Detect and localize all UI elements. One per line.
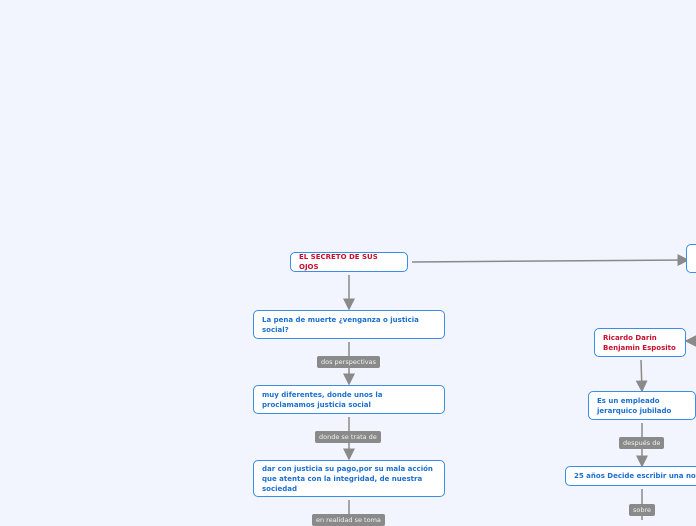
- node-text: 25 años Decide escribir una novela: [574, 472, 696, 480]
- node-text: muy diferentes, donde unos la proclamamo…: [262, 390, 383, 409]
- label-dos-perspectivas: dos perspectivas: [317, 356, 381, 368]
- node-ricardo-darin[interactable]: Ricardo Darin Benjamin Esposito: [594, 328, 686, 357]
- node-pena-de-muerte[interactable]: La pena de muerte ¿venganza o justicia s…: [253, 310, 445, 339]
- node-text: Ricardo Darin Benjamin Esposito: [603, 333, 676, 352]
- node-text: Es un empleado jerarquico jubilado: [597, 396, 672, 415]
- node-text: La pena de muerte ¿venganza o justicia s…: [262, 315, 419, 334]
- node-text: dar con justicia su pago,por su mala acc…: [262, 464, 433, 493]
- label-en-realidad: en realidad se toma: [312, 514, 385, 526]
- node-25-anos[interactable]: 25 años Decide escribir una novela: [565, 466, 696, 486]
- node-empleado[interactable]: Es un empleado jerarquico jubilado: [588, 391, 696, 420]
- node-text: EL SECRETO DE SUS OJOS: [299, 253, 378, 271]
- node-muy-diferentes[interactable]: muy diferentes, donde unos la proclamamo…: [253, 385, 445, 414]
- label-despues-de: después de: [619, 437, 665, 449]
- node-offscreen[interactable]: [686, 244, 696, 273]
- label-sobre: sobre: [629, 504, 656, 516]
- label-donde-se-trata: donde se trata de: [315, 431, 381, 443]
- node-dar-con-justicia[interactable]: dar con justicia su pago,por su mala acc…: [253, 460, 445, 497]
- node-root[interactable]: EL SECRETO DE SUS OJOS: [290, 252, 408, 272]
